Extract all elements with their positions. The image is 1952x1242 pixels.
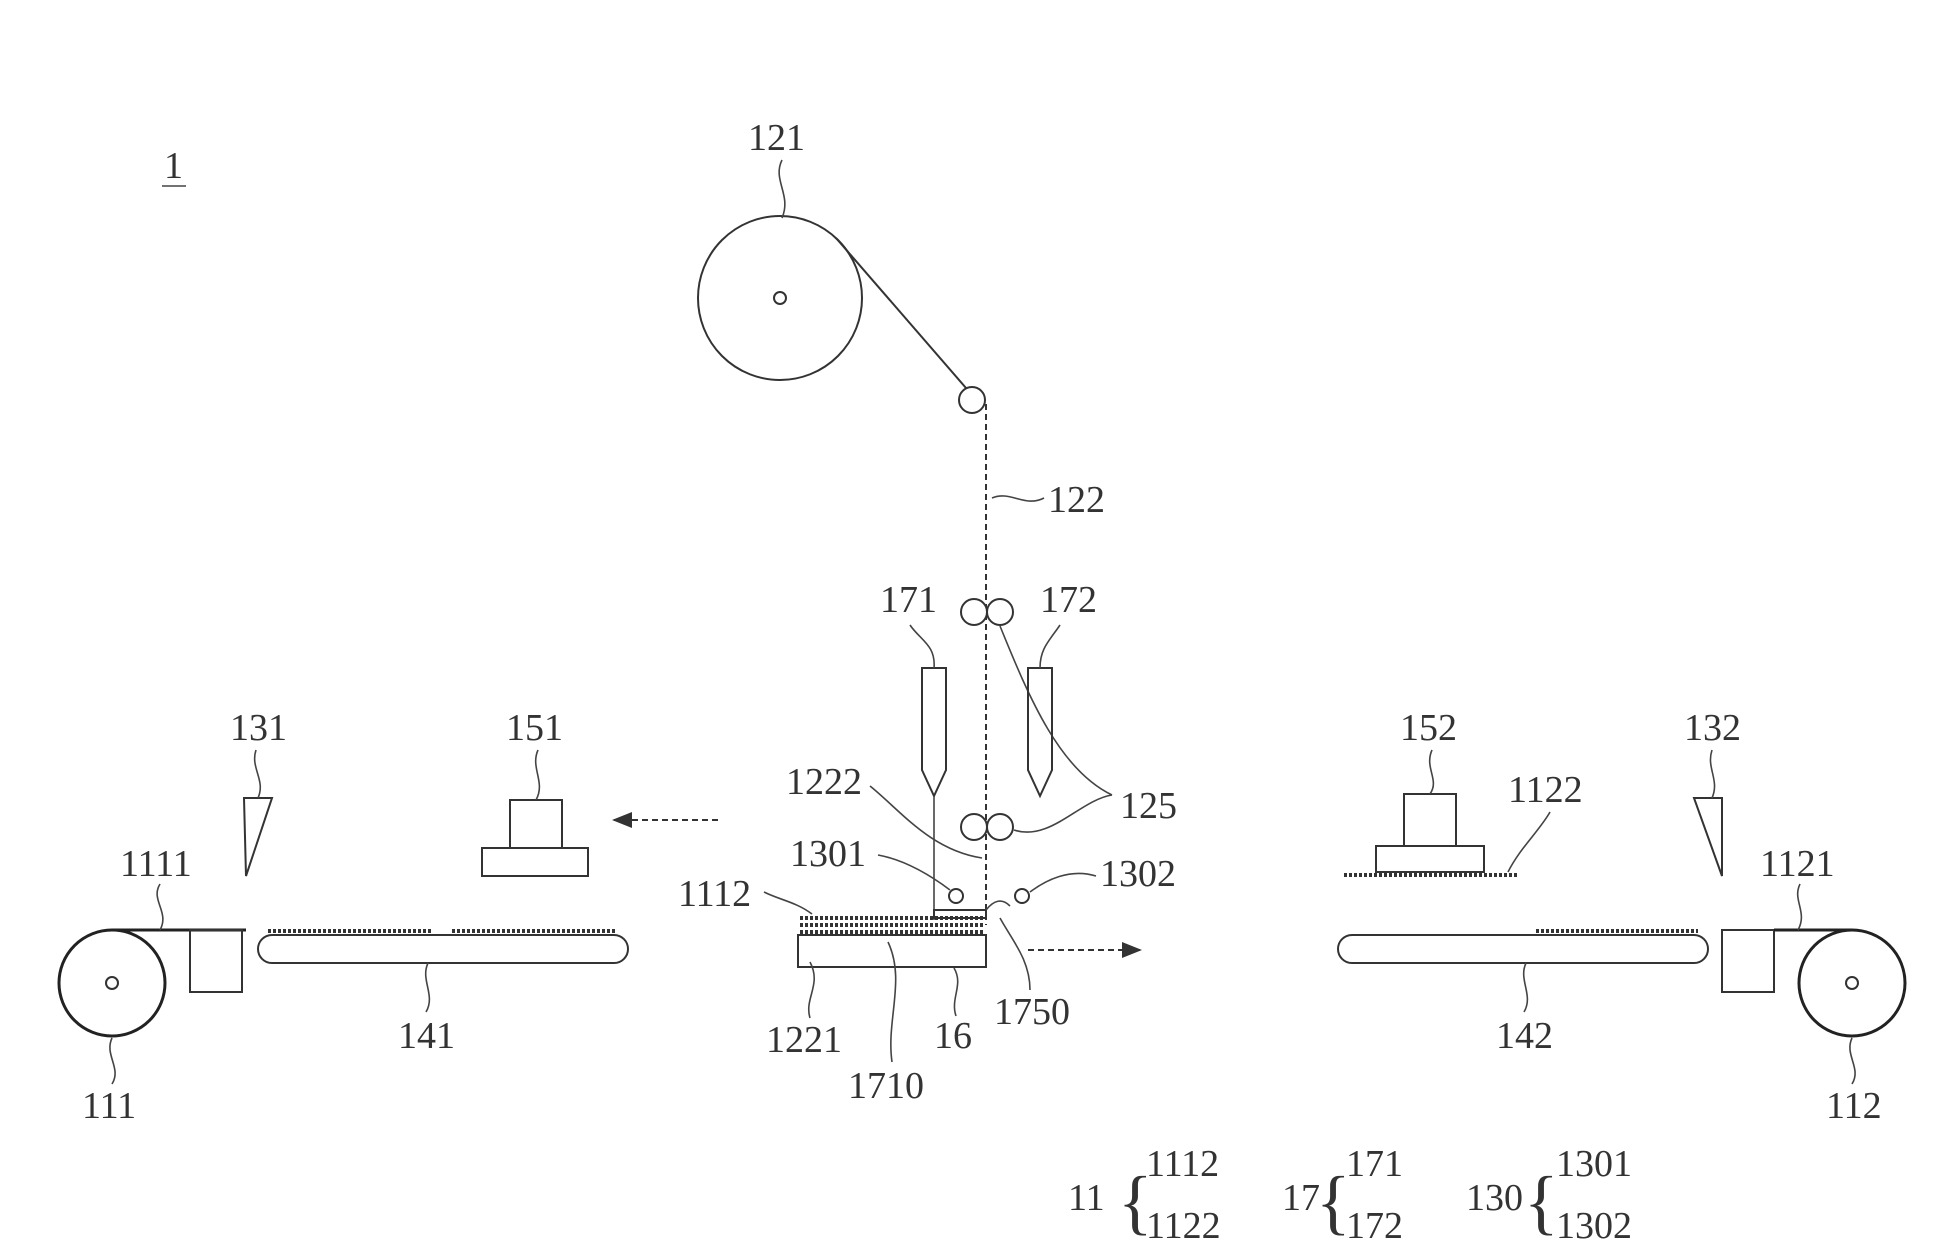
roll-left-111 xyxy=(59,930,165,1036)
legend-11-member-1: 1112 xyxy=(1146,1143,1219,1185)
feeder-block-right xyxy=(1722,930,1774,992)
legend-17-member-1: 171 xyxy=(1346,1143,1403,1185)
film-diagonal xyxy=(836,238,966,388)
label-171: 171 xyxy=(880,579,937,621)
guide-roller xyxy=(959,387,985,413)
leader-1111 xyxy=(157,884,163,930)
label-1111: 1111 xyxy=(120,843,192,885)
roller-1302 xyxy=(1015,889,1029,903)
label-1302: 1302 xyxy=(1100,853,1176,895)
figure-label: 1 xyxy=(164,145,183,187)
label-111: 111 xyxy=(82,1085,136,1127)
legend-11-member-2: 1122 xyxy=(1146,1205,1221,1242)
label-122: 122 xyxy=(1048,479,1105,521)
press-151 xyxy=(482,800,588,876)
leader-171 xyxy=(910,625,934,668)
leader-1301 xyxy=(878,855,950,890)
leader-142 xyxy=(1524,963,1528,1012)
label-142: 142 xyxy=(1496,1015,1553,1057)
leader-111 xyxy=(110,1038,115,1084)
leader-141 xyxy=(426,963,430,1012)
leader-125-lower xyxy=(1014,795,1112,832)
label-141: 141 xyxy=(398,1015,455,1057)
leader-1710 xyxy=(888,942,896,1062)
label-1710: 1710 xyxy=(848,1065,924,1107)
legend-130-group: 130 xyxy=(1466,1177,1523,1219)
leader-1121 xyxy=(1798,884,1802,930)
label-125: 125 xyxy=(1120,785,1177,827)
label-1122: 1122 xyxy=(1508,769,1583,811)
label-172: 172 xyxy=(1040,579,1097,621)
label-152: 152 xyxy=(1400,707,1457,749)
label-1112: 1112 xyxy=(678,873,751,915)
leader-1302 xyxy=(1030,873,1096,892)
legend-11-group: 11 xyxy=(1068,1177,1105,1219)
legend-group-11: 11 { 1112 1122 xyxy=(1068,1143,1221,1242)
leader-122 xyxy=(992,496,1044,501)
label-1301: 1301 xyxy=(790,833,866,875)
leader-121 xyxy=(779,160,785,218)
label-1222: 1222 xyxy=(786,761,862,803)
legend-group-17: 17 { 171 172 xyxy=(1282,1143,1403,1242)
leader-125-upper xyxy=(1000,626,1112,795)
leader-1122 xyxy=(1508,812,1550,872)
leader-152 xyxy=(1430,750,1434,794)
leader-1750 xyxy=(1000,918,1030,990)
conveyor-left-141 xyxy=(258,935,628,963)
leader-1221 xyxy=(809,962,814,1018)
legend-17-group: 17 xyxy=(1282,1177,1320,1219)
conveyor-right-142 xyxy=(1338,935,1708,963)
roller-1301 xyxy=(949,889,963,903)
press-152 xyxy=(1376,794,1484,872)
legend-group-130: 130 { 1301 1302 xyxy=(1466,1143,1632,1242)
cutter-132 xyxy=(1694,798,1722,876)
brace-icon: { xyxy=(1524,1162,1559,1242)
legend-130-member-1: 1301 xyxy=(1556,1143,1632,1185)
leader-132 xyxy=(1710,750,1714,798)
seal-edge-curve xyxy=(986,901,1010,910)
leader-151 xyxy=(536,750,540,800)
label-16: 16 xyxy=(934,1015,972,1057)
nip-rollers-upper xyxy=(961,599,1013,625)
leader-1112 xyxy=(764,892,812,914)
legend-17-member-2: 172 xyxy=(1346,1205,1403,1242)
label-112: 112 xyxy=(1826,1085,1882,1127)
label-1750: 1750 xyxy=(994,991,1070,1033)
leader-172 xyxy=(1040,625,1060,668)
feeder-block-left xyxy=(190,930,242,992)
label-1121: 1121 xyxy=(1760,843,1835,885)
leader-112 xyxy=(1850,1038,1855,1084)
label-1221: 1221 xyxy=(766,1019,842,1061)
legend-130-member-2: 1302 xyxy=(1556,1205,1632,1242)
leader-16 xyxy=(954,968,958,1016)
label-132: 132 xyxy=(1684,707,1741,749)
label-121: 121 xyxy=(748,117,805,159)
nozzle-171 xyxy=(922,668,946,920)
label-131: 131 xyxy=(230,707,287,749)
leader-131 xyxy=(255,750,261,798)
label-151: 151 xyxy=(506,707,563,749)
nozzle-172 xyxy=(1028,668,1052,796)
cutter-131 xyxy=(244,798,272,876)
roll-right-112 xyxy=(1799,930,1905,1036)
